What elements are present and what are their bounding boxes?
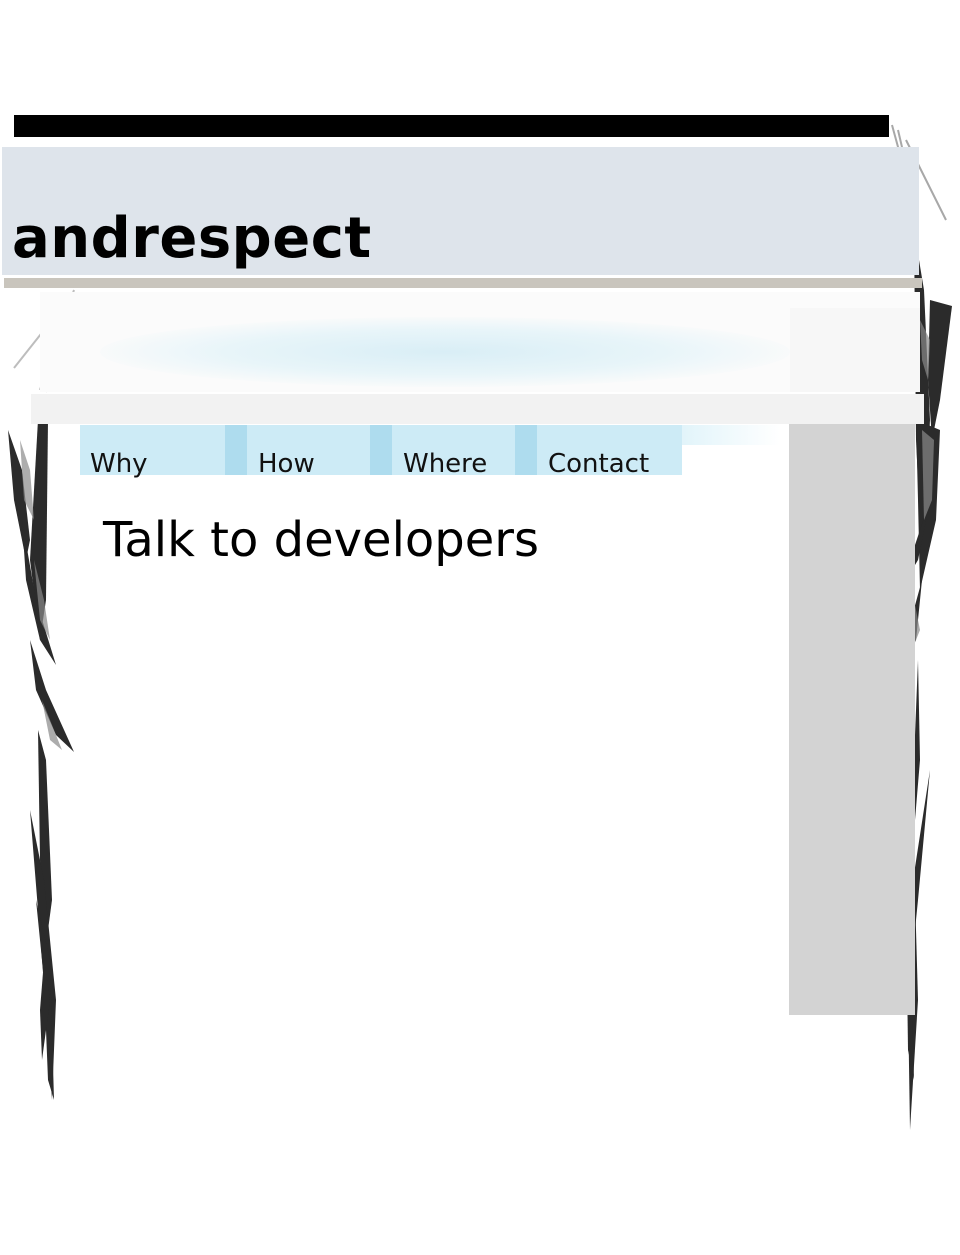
header-band [2,147,919,275]
nav-item-why[interactable]: Why [80,425,225,479]
nav-item-label: Contact [548,449,650,479]
site-title[interactable]: andrespect [12,206,372,271]
banner-panel [40,292,920,392]
top-bar [14,115,889,137]
nav-item-label: Why [90,449,148,479]
page-heading: Talk to developers [103,512,540,568]
nav-item-where[interactable]: Where [370,425,515,479]
nav-item-how[interactable]: How [225,425,370,479]
banner-side-block [790,308,920,392]
main-nav: Why How Where Contact [80,425,682,479]
nav-strip [31,394,924,424]
sidebar [789,424,915,1015]
nav-item-label: Where [403,449,488,479]
header-divider [4,278,922,288]
banner-glow [100,317,790,387]
nav-item-label: How [258,449,315,479]
nav-item-contact[interactable]: Contact [515,425,682,479]
